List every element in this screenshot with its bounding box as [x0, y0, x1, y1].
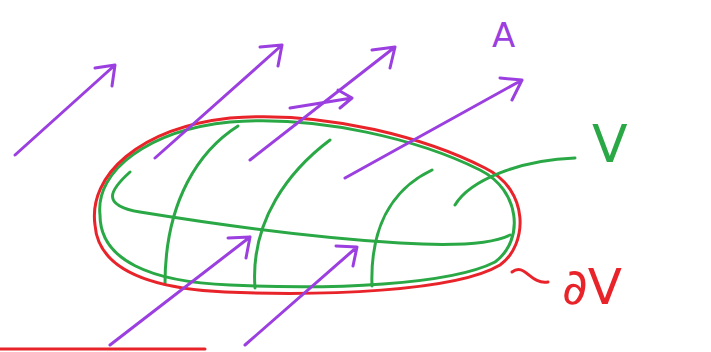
volume-band — [113, 172, 511, 244]
volume-label: V — [592, 118, 628, 170]
boundary-label: ∂V — [562, 262, 622, 312]
volume-slice — [165, 126, 238, 284]
leader-line — [455, 158, 575, 205]
field-arrows — [15, 45, 522, 345]
volume-slice — [255, 140, 330, 288]
volume-slice — [372, 170, 432, 286]
leader-line — [512, 269, 548, 282]
underline-stroke — [0, 348, 205, 351]
volume-outline — [100, 121, 515, 287]
field-label: A — [492, 18, 515, 52]
